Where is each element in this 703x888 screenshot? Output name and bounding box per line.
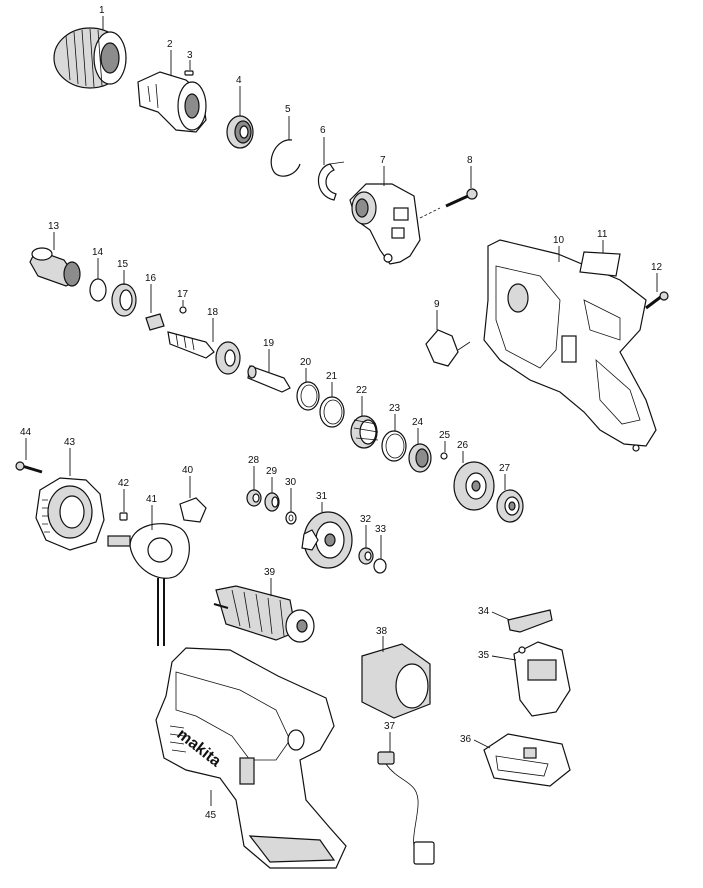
- part-25-ball: [440, 452, 448, 460]
- part-29-sleeve: [264, 492, 280, 512]
- label-23: 23: [389, 403, 401, 414]
- part-24-ring-seal: [408, 443, 432, 473]
- part-18-swash-bearing-shaft: [167, 331, 241, 375]
- part-33-ring: [373, 558, 387, 574]
- part-16-cam: [145, 313, 165, 331]
- label-31: 31: [316, 491, 328, 502]
- label-7: 7: [380, 155, 386, 166]
- part-9-lever: [425, 329, 471, 367]
- label-37: 37: [384, 721, 396, 732]
- leader-35: [491, 655, 517, 661]
- label-19: 19: [263, 338, 275, 349]
- label-13: 13: [48, 221, 60, 232]
- part-14-o-ring: [89, 278, 107, 302]
- label-25: 25: [439, 430, 451, 441]
- label-42: 42: [118, 478, 130, 489]
- part-41-switch-plate: [107, 523, 190, 646]
- label-40: 40: [182, 465, 194, 476]
- label-4: 4: [236, 75, 242, 86]
- label-5: 5: [285, 104, 291, 115]
- label-2: 2: [167, 39, 173, 50]
- label-30: 30: [285, 477, 297, 488]
- label-44: 44: [20, 427, 32, 438]
- label-38: 38: [376, 626, 388, 637]
- part-3-pin: [184, 70, 194, 76]
- part-23-o-ring: [381, 430, 407, 462]
- part-11-nameplate: [579, 251, 621, 277]
- part-15-ring: [111, 283, 137, 317]
- label-22: 22: [356, 385, 368, 396]
- label-8: 8: [467, 155, 473, 166]
- label-24: 24: [412, 417, 424, 428]
- label-29: 29: [266, 466, 278, 477]
- label-9: 9: [434, 299, 440, 310]
- part-19-piston: [247, 365, 291, 393]
- part-27-bearing: [496, 489, 524, 523]
- leader-34: [491, 611, 511, 621]
- label-32: 32: [360, 514, 372, 525]
- label-33: 33: [375, 524, 387, 535]
- part-22-bushing: [350, 415, 379, 449]
- label-27: 27: [499, 463, 511, 474]
- part-4-seal: [226, 115, 254, 149]
- part-5-ring-spring: [270, 139, 301, 177]
- label-18: 18: [207, 307, 219, 318]
- label-26: 26: [457, 440, 469, 451]
- part-7-gear-housing: [349, 183, 421, 265]
- label-20: 20: [300, 357, 312, 368]
- part-13-sleeve: [29, 247, 81, 287]
- part-8-screw: [445, 188, 478, 208]
- part-37-lead-wire: [377, 751, 435, 865]
- label-11: 11: [597, 229, 608, 240]
- part-21-o-ring: [319, 396, 345, 428]
- part-32-bearing: [358, 547, 374, 565]
- part-38-field-yoke: [361, 643, 431, 719]
- label-36: 36: [460, 734, 472, 745]
- part-39-rotor: [213, 585, 315, 643]
- label-43: 43: [64, 437, 76, 448]
- label-35: 35: [478, 650, 490, 661]
- label-3: 3: [187, 50, 193, 61]
- label-34: 34: [478, 606, 490, 617]
- part-26-gear: [453, 461, 495, 511]
- part-35-switch: [513, 641, 571, 717]
- part-36-terminal-block: [483, 733, 571, 787]
- label-45: 45: [205, 810, 217, 821]
- label-14: 14: [92, 247, 104, 258]
- part-28-ring: [246, 489, 262, 507]
- part-6-retaining-ring: [317, 161, 345, 201]
- label-17: 17: [177, 289, 189, 300]
- label-6: 6: [320, 125, 326, 136]
- part-20-o-ring: [296, 381, 320, 411]
- label-10: 10: [553, 235, 565, 246]
- part-42-pin: [119, 512, 128, 521]
- part-1-chuck-sleeve: [53, 27, 127, 89]
- part-45-main-housing: makita: [155, 647, 347, 869]
- part-10-housing-half: [483, 239, 657, 452]
- label-28: 28: [248, 455, 260, 466]
- part-44-screw: [15, 461, 43, 474]
- part-31-spur-gear: [301, 511, 353, 569]
- label-16: 16: [145, 273, 157, 284]
- part-43-rear-cover: [35, 477, 105, 551]
- label-1: 1: [99, 5, 105, 16]
- part-17-ball: [179, 306, 187, 314]
- label-41: 41: [146, 494, 158, 505]
- label-21: 21: [326, 371, 338, 382]
- part-30-ring: [285, 511, 297, 525]
- assembly-line-7-8: [419, 207, 441, 219]
- part-2-tool-holder: [137, 71, 207, 133]
- part-12-screw: [645, 291, 669, 310]
- label-12: 12: [651, 262, 663, 273]
- part-40-brush-holder: [179, 497, 207, 523]
- label-39: 39: [264, 567, 276, 578]
- part-34-switch-trigger: [507, 609, 553, 633]
- label-15: 15: [117, 259, 129, 270]
- leader-36: [473, 739, 491, 749]
